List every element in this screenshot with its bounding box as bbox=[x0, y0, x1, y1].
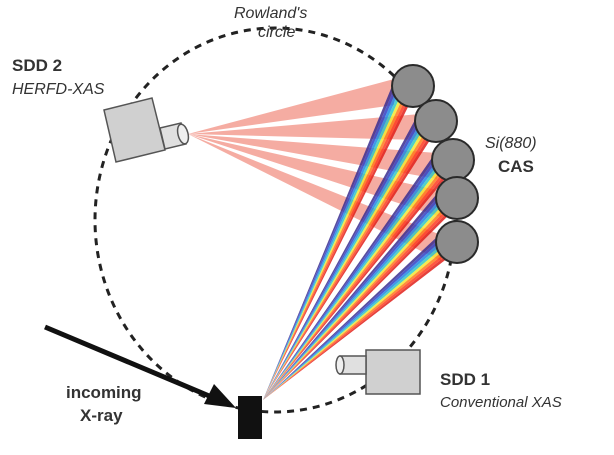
spectral-band bbox=[263, 165, 455, 400]
crystal-analyzer-icon bbox=[391, 64, 435, 108]
spectral-band bbox=[263, 191, 445, 400]
spectral-band bbox=[263, 84, 405, 401]
spectral-band bbox=[263, 156, 443, 400]
sdd2-detector-icon bbox=[103, 97, 190, 163]
sdd1-detector-icon bbox=[335, 349, 421, 395]
rowland-label-line2: circle bbox=[258, 24, 295, 41]
spectral-band bbox=[263, 124, 436, 401]
cas-title: CAS bbox=[498, 157, 534, 176]
spectral-band bbox=[263, 239, 449, 400]
sdd2-subtitle: HERFD-XAS bbox=[12, 81, 105, 98]
spectral-band bbox=[263, 242, 451, 400]
crystal-analyzer-icon bbox=[435, 176, 479, 220]
sdd1-title: SDD 1 bbox=[440, 370, 490, 389]
focus-beam bbox=[188, 79, 394, 134]
spectral-band bbox=[263, 198, 452, 400]
rowland-label-line1: Rowland's bbox=[234, 5, 307, 22]
spectral-band bbox=[263, 125, 439, 400]
spectral-band bbox=[263, 235, 446, 400]
spectral-band bbox=[263, 202, 456, 400]
sample-icon bbox=[238, 396, 262, 439]
sdd1-subtitle: Conventional XAS bbox=[440, 394, 562, 411]
spectral-band bbox=[263, 161, 450, 400]
crystal-analyzers bbox=[391, 64, 479, 264]
sdd2-title: SDD 2 bbox=[12, 56, 62, 75]
spectral-band bbox=[263, 152, 438, 400]
spectral-band bbox=[263, 89, 416, 400]
incoming-label-line1: incoming bbox=[66, 383, 142, 402]
spectral-band bbox=[263, 232, 444, 400]
spectral-band bbox=[263, 237, 448, 400]
spectral-band bbox=[263, 82, 400, 401]
spectral-band bbox=[263, 88, 414, 400]
spectral-band bbox=[263, 246, 455, 400]
incoming-label-line2: X-ray bbox=[80, 406, 123, 425]
spectral-band bbox=[263, 86, 408, 400]
crystal-analyzer-icon bbox=[431, 138, 475, 182]
cas-crystal-label: Si(880) bbox=[485, 135, 537, 152]
rowland-circle bbox=[93, 26, 457, 414]
spectral-band bbox=[263, 160, 448, 400]
spectral-band bbox=[263, 248, 457, 400]
focus-beam bbox=[188, 114, 420, 140]
spectral-band bbox=[263, 117, 426, 400]
spectral-band bbox=[263, 87, 411, 400]
spectral-band bbox=[263, 204, 458, 400]
crystal-analyzer-icon bbox=[435, 220, 479, 264]
focus-beam bbox=[188, 134, 441, 261]
spectral-band bbox=[263, 154, 441, 400]
spectral-band bbox=[263, 200, 454, 400]
spectral-band bbox=[263, 119, 428, 400]
spectral-band bbox=[263, 80, 397, 400]
spectral-band bbox=[263, 163, 453, 400]
spectral-band bbox=[263, 195, 449, 400]
spectral-band bbox=[263, 122, 434, 401]
spectral-band bbox=[263, 193, 447, 400]
spectral-band bbox=[263, 158, 445, 400]
incoming-xray-arrow bbox=[44, 324, 236, 408]
spectral-fans bbox=[263, 80, 458, 401]
spectral-band bbox=[263, 114, 421, 400]
spectral-band bbox=[263, 121, 431, 400]
spectral-band bbox=[263, 116, 423, 401]
spectral-band bbox=[263, 244, 453, 400]
spectral-band bbox=[263, 189, 443, 400]
spectral-band bbox=[263, 83, 403, 401]
crystal-analyzer-icon bbox=[414, 99, 458, 143]
